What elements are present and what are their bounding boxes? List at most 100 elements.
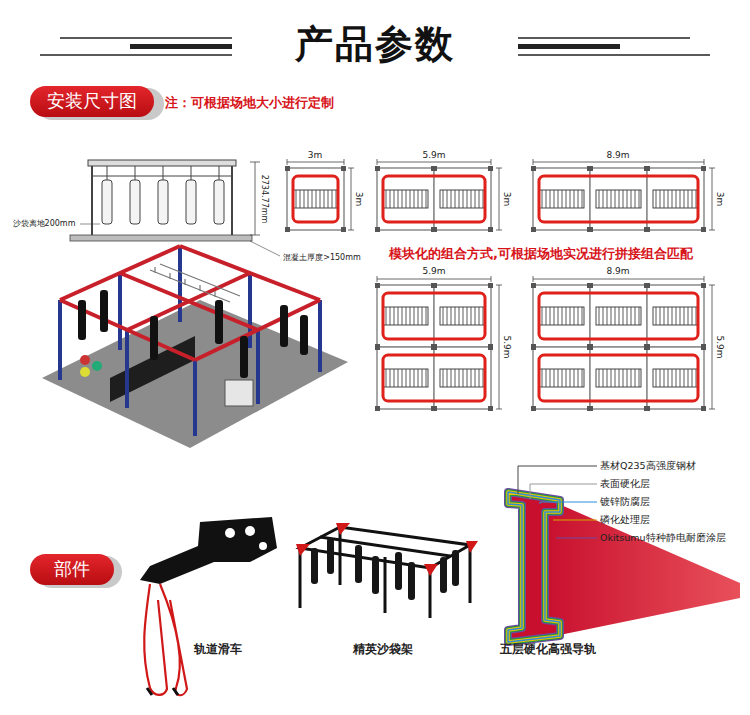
rail-section (556, 538, 597, 539)
rig-render (240, 336, 248, 378)
dimension: 沙袋离地200mm (13, 219, 76, 228)
trolley (140, 517, 277, 584)
plan-views (285, 166, 346, 232)
rig-render (42, 300, 348, 448)
rig-render (193, 360, 197, 436)
bag-rack (408, 562, 415, 600)
header-lines (518, 54, 710, 56)
side-elevation (102, 180, 224, 224)
note-text: 注：可根据场地大小进行定制 (165, 96, 334, 111)
layer-name: 表面硬化层 (600, 479, 650, 490)
rail-section (508, 492, 560, 642)
plan-views (383, 293, 485, 339)
part-name: 五层硬化高强导轨 (500, 643, 596, 657)
section-title: 部件 (54, 558, 90, 579)
plan-views (533, 159, 704, 165)
rail-section (545, 498, 740, 638)
dimension: 8.9m (606, 150, 629, 160)
bag-rack (300, 527, 470, 618)
rig-render (60, 246, 320, 436)
dimension: 3m (308, 150, 323, 160)
part-name: 轨道滑车 (194, 643, 242, 657)
plan-views (383, 355, 485, 401)
side-elevation (92, 176, 232, 177)
section-pill: 安装尺寸图 (30, 86, 154, 117)
note-text: 模块化的组合方式,可根据场地实况进行拼接组合匹配 (389, 247, 693, 262)
header-lines (40, 54, 232, 56)
rail-section (508, 492, 560, 642)
rig-render (178, 246, 182, 322)
rig-render (42, 246, 348, 448)
bag-rack (395, 552, 402, 590)
header-lines (518, 37, 690, 39)
trolley (160, 584, 187, 695)
trolley (140, 517, 277, 695)
rig-render (215, 300, 223, 344)
layer-name: 基材Q235高强度钢材 (600, 461, 696, 472)
bag-rack (296, 523, 478, 576)
side-elevation (107, 166, 219, 180)
plan-views (539, 355, 698, 401)
rig-render (150, 264, 240, 302)
bag-rack (336, 523, 350, 535)
bag-rack (372, 556, 379, 594)
section-pill: 部件 (30, 554, 114, 585)
dimension: 3m (354, 191, 364, 208)
bag-rack (311, 538, 459, 600)
rig-render (150, 264, 240, 302)
rail-section (530, 484, 597, 499)
dimension: 3m (502, 191, 512, 208)
side-elevation (250, 162, 260, 163)
bag-rack (311, 548, 318, 584)
rig-render (318, 300, 322, 372)
trolley (225, 528, 235, 538)
rig-render (78, 300, 86, 340)
rig-render (120, 273, 258, 330)
page-title: 产品参数 (295, 19, 455, 70)
side-elevation (158, 180, 168, 224)
trolley (147, 688, 178, 695)
rig-render (92, 361, 102, 371)
layer-name: Okitsumu特种静电耐磨涂层 (600, 533, 726, 544)
side-elevation (80, 224, 100, 225)
bag-rack (466, 541, 478, 553)
plan-views (539, 176, 698, 222)
side-elevation (186, 180, 196, 224)
bag-rack (452, 550, 459, 586)
rig-render (78, 290, 308, 378)
rig-render (125, 330, 129, 408)
trolley (144, 584, 167, 695)
bag-rack (296, 544, 310, 556)
side-elevation (250, 235, 260, 236)
bag-rack (300, 527, 470, 618)
rig-render (80, 355, 102, 377)
rig-render (80, 355, 90, 365)
dimension: 混凝土厚度>150mm (283, 253, 361, 262)
rig-render (225, 380, 253, 406)
rail-section (508, 466, 740, 642)
plan-views (383, 176, 485, 222)
section-title: 安装尺寸图 (47, 90, 137, 111)
rig-render (150, 316, 158, 360)
rig-render (256, 330, 260, 404)
header-lines (60, 37, 232, 39)
dimension: 5.9m (422, 150, 445, 160)
side-elevation (255, 162, 256, 235)
rig-render (100, 290, 108, 332)
rail-section (553, 520, 597, 521)
bag-rack (424, 564, 438, 576)
dimension: 2734.77mm (259, 174, 268, 225)
rail-section (508, 492, 560, 642)
dimension: 5.9m (715, 334, 725, 359)
rig-render (58, 300, 62, 380)
trolley (259, 542, 267, 550)
rig-render (60, 246, 320, 360)
plan-views (539, 293, 698, 339)
rig-render (80, 367, 90, 377)
rig-render (127, 273, 250, 330)
layer-name: 镀锌防腐层 (600, 497, 650, 508)
trolley (245, 526, 255, 536)
plan-views (287, 159, 344, 165)
bag-rack (296, 523, 478, 618)
header-lines (130, 44, 232, 49)
